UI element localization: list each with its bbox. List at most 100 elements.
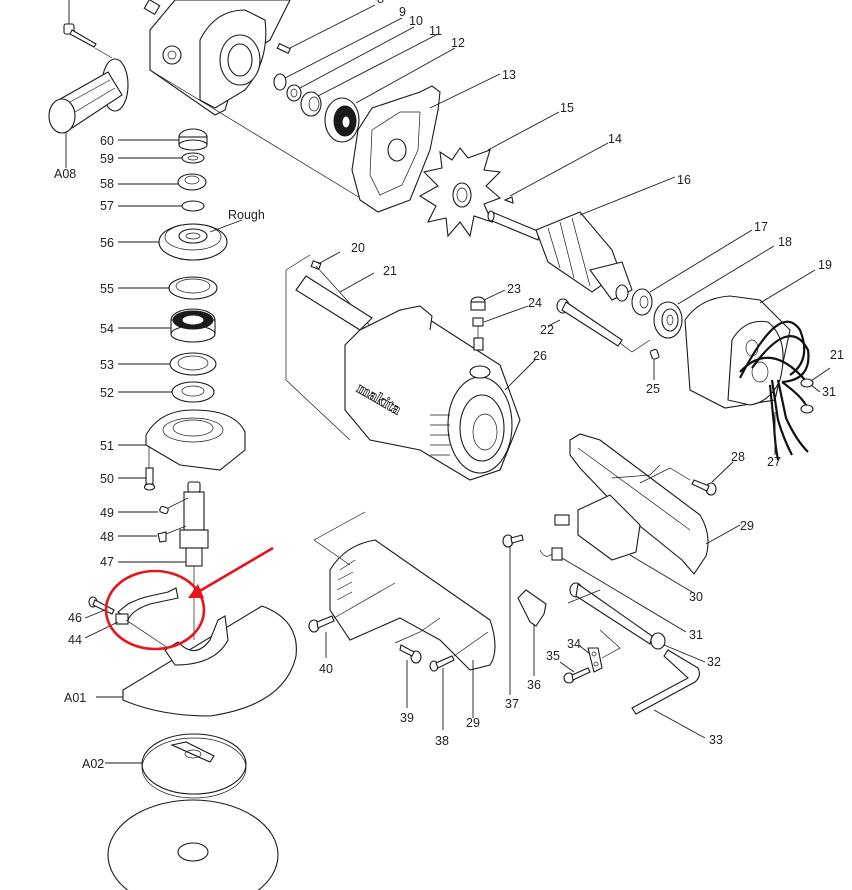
housing-screw [63,0,97,48]
label-52: 52 [100,386,114,400]
strain-relief-part-32 [567,582,706,663]
label-57: 57 [100,199,114,213]
screw-part-38 [429,631,489,730]
band-clamp-part-44 [84,587,179,649]
label-a01: A01 [64,691,86,705]
label-47: 47 [100,555,114,569]
screw-part-35 [559,661,591,684]
label-a02: A02 [82,757,104,771]
label-a08: A08 [54,167,76,181]
label-33: 33 [709,733,723,747]
highlight-arrow-shaft [197,546,274,594]
label-29: 29 [466,716,480,730]
bearing-box-part-13 [351,73,501,213]
pin-part-49 [118,497,189,515]
highlight-circle [104,569,206,651]
label-20: 20 [351,241,365,255]
key-part-48 [118,525,187,543]
side-grip-part-a08 [48,47,129,168]
pinion-gear-part-11 [300,33,439,117]
label-38: 38 [435,734,449,748]
label-31: 31 [689,628,703,642]
brush-holder-cap-part-23 [470,289,506,311]
spiral-bevel-gear-part-56: Rough [118,208,265,261]
label-39: 39 [400,711,414,725]
woodruff-key-part-14 [503,142,609,204]
bearing-retainer-part-53 [118,352,217,376]
lock-nut-part-58 [118,173,207,191]
gear-housing [149,0,381,211]
label-11: 11 [429,24,442,38]
field-coil-part-19 [684,269,831,461]
label-46: 46 [68,611,82,625]
label-27: 27 [767,455,781,469]
ball-bearing-part-18 [653,245,775,339]
label-29-b: 29 [740,519,754,533]
label-10: 10 [409,14,423,28]
label-21-b: 21 [830,348,844,362]
washer-part-59 [118,152,205,164]
set-screw-top [143,0,161,16]
screw-part-28 [639,461,734,496]
pin-part-25 [649,348,660,380]
cord-part-33 [631,649,706,739]
label-56: 56 [100,236,114,250]
switch-lever-part-36 [517,589,547,676]
inner-flange-part-a02 [105,733,247,799]
label-32: 32 [707,655,721,669]
noise-suppressor-part-31 [539,547,687,633]
label-22: 22 [540,323,554,337]
handle-cover-part-29 [313,511,496,718]
ball-bearing-part-12 [324,47,456,143]
label-8: 8 [377,0,384,6]
label-60: 60 [100,134,114,148]
part-labels: 8 9 10 11 12 13 15 14 16 17 18 19 20 21 … [54,0,844,771]
label-23: 23 [507,282,521,296]
spindle-part-47 [118,481,209,640]
label-48: 48 [100,530,114,544]
label-58: 58 [100,177,114,191]
label-49: 49 [100,506,114,520]
rough-note: Rough [228,208,265,222]
label-30: 30 [689,590,703,604]
label-18: 18 [778,235,792,249]
switch-part-30 [554,494,693,593]
label-28: 28 [731,450,745,464]
highlight-annotation [104,546,274,651]
screw-part-40 [308,582,396,658]
label-40: 40 [319,662,333,676]
label-35: 35 [546,649,560,663]
washer-part-52 [118,381,215,403]
washer-part-10 [286,26,415,102]
wheel-guard-part-a01 [96,605,297,717]
label-25: 25 [646,382,660,396]
label-53: 53 [100,358,114,372]
label-15: 15 [560,101,574,115]
label-17: 17 [754,220,768,234]
label-34: 34 [567,637,581,651]
label-44: 44 [68,633,82,647]
label-19: 19 [818,258,832,272]
label-51: 51 [100,439,114,453]
label-36: 36 [527,678,541,692]
label-21: 21 [383,264,397,278]
carbon-brush-part-24 [472,305,529,351]
retaining-ring-part-55 [118,276,218,300]
motor-housing-part-26: makita [285,254,536,481]
label-55: 55 [100,282,114,296]
bearing-part-17 [631,229,753,316]
highlight-arrow-head [188,584,204,598]
cord-clamp-part-34 [579,629,621,673]
retaining-ring-part-9 [273,17,403,91]
fan-part-15 [418,111,560,238]
screw-part-46 [84,596,115,619]
screw-part-50 [118,467,156,491]
nameplate-part-21 [295,272,375,331]
screw-part-22 [547,298,651,353]
bearing-part-60 [118,128,208,151]
grinding-wheel [107,799,279,890]
label-24: 24 [528,296,542,310]
screw-part-39 [394,617,441,708]
bearing-box-part-51 [118,409,246,471]
label-14: 14 [608,132,622,146]
